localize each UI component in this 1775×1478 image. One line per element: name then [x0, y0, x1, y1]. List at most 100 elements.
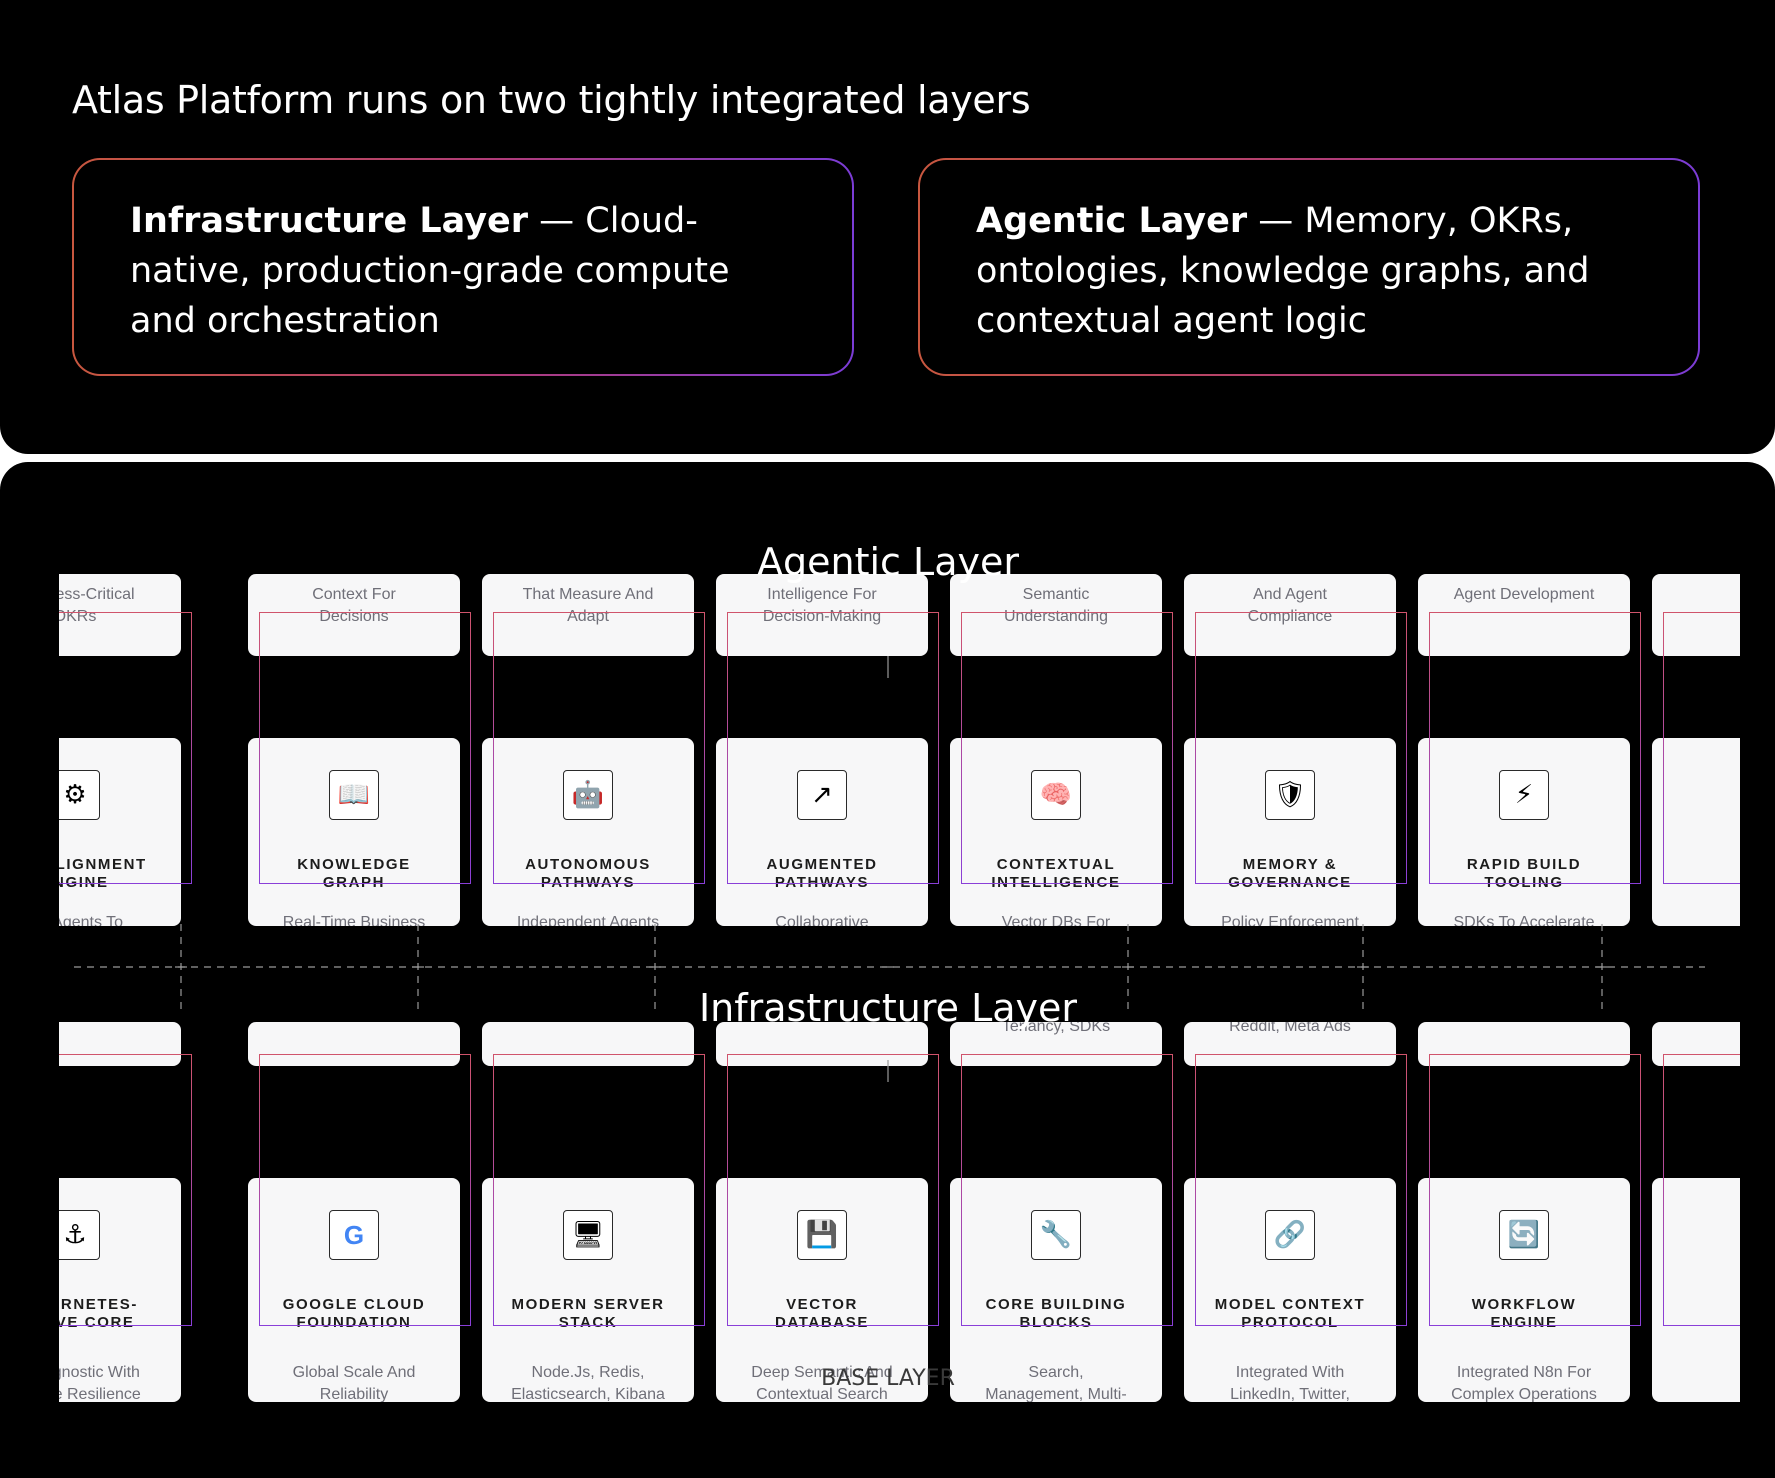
tile-title: PROTOCOL	[1241, 1314, 1339, 1331]
tile-description: Integrated N8n For	[1456, 1364, 1592, 1381]
tile-title: MODERN SERVER	[511, 1296, 665, 1313]
tile-description: Management, Multi-	[985, 1386, 1127, 1402]
tile-title: AG	[1632, 856, 1740, 874]
tile-description: Decisions	[319, 608, 389, 625]
anchor-icon: ⚓	[59, 1210, 100, 1260]
tile-description: Reddit, Meta Ads	[1229, 1022, 1351, 1035]
component-tile: AG	[1652, 738, 1740, 926]
tile-top-partial	[1652, 1022, 1740, 1066]
tile-title: KNOWLEDGE	[297, 856, 411, 873]
tile-description: Search,	[1028, 1364, 1084, 1381]
tile-description: Intelligence For	[767, 586, 877, 603]
tile-description: Node.Js, Redis,	[531, 1364, 645, 1381]
tile-description: Understanding	[1003, 608, 1109, 625]
tile-description: terprise Resilience	[59, 1386, 141, 1402]
tile-description: Integrated With	[1235, 1364, 1345, 1381]
agentic-layer-card: Agentic Layer — Memory, OKRs, ontologies…	[918, 158, 1700, 376]
component-tile: 🛡 MEMORY &GOVERNANCE Policy Enforcement	[1184, 738, 1396, 926]
tile-title: BLOCKS	[1019, 1314, 1093, 1331]
tile-description: That Measure And	[522, 586, 654, 603]
tile-title: GOOGLE CLOUD	[282, 1296, 426, 1313]
tile-title: GOVERNANCE	[1228, 874, 1352, 891]
infrastructure-tile-strip: ⚓ KUBERNETES-NATIVE CORE oud-Agnostic With…	[59, 1022, 1740, 1402]
tile-description: Agent Development	[1453, 586, 1595, 603]
tile-description: Adapt	[567, 608, 609, 625]
infrastructure-layer-card: Infrastructure Layer — Cloud-native, pro…	[72, 158, 854, 376]
tile-title: VECTOR	[786, 1296, 858, 1313]
tile-title: PATHWAYS	[540, 874, 636, 891]
card-body: Memory, OKRs, ontologies, knowledge grap…	[976, 201, 1590, 341]
card-dash: —	[528, 201, 586, 241]
tile-title: AUGMENTED	[766, 856, 878, 873]
tile-title: CORE BUILDING	[985, 1296, 1127, 1313]
tile-title: GRAPH	[322, 874, 386, 891]
tile-description: Real-Time Business	[282, 914, 426, 926]
tile-description: Global Scale And	[292, 1364, 416, 1381]
component-tile: ClEn	[1652, 1178, 1740, 1402]
tile-title: TOOLING	[1484, 874, 1564, 891]
shield-icon: 🛡	[1265, 770, 1315, 820]
tile-top-partial	[482, 1022, 694, 1066]
tile-description: Complex Operations	[1451, 1386, 1597, 1402]
book-icon: 📖	[329, 770, 379, 820]
tile-description: Independent Agents	[516, 914, 660, 926]
tile-title: MEMORY &	[1242, 856, 1338, 873]
tile-description: Elasticsearch, Kibana	[511, 1386, 665, 1402]
brain-icon: 🧠	[1031, 770, 1081, 820]
tile-title: AUTONOMOUS	[525, 856, 651, 873]
monitor-icon: 🖥	[563, 1210, 613, 1260]
tile-description: Policy Enforcement	[1221, 914, 1359, 926]
arrow-up-right-icon: ↗	[797, 770, 847, 820]
tile-title: STACK	[558, 1314, 618, 1331]
header-panel: Atlas Platform runs on two tightly integ…	[0, 0, 1775, 454]
tile-top-partial	[59, 1022, 181, 1066]
tile-description: oud-Agnostic With	[59, 1364, 140, 1381]
tile-title: PATHWAYS	[774, 874, 870, 891]
tile-title: ENGINE	[1490, 1314, 1558, 1331]
tile-top-partial	[248, 1022, 460, 1066]
agentic-layer-label: Agentic Layer	[757, 540, 1019, 584]
wrench-icon: 🔧	[1031, 1210, 1081, 1260]
tile-title: KUBERNETES-	[59, 1296, 138, 1313]
tile-title: CONTEXTUAL	[996, 856, 1116, 873]
link-icon: 🔗	[1265, 1210, 1315, 1260]
infrastructure-layer-label: Infrastructure Layer	[698, 986, 1078, 1030]
tile-description: Decision-Making	[762, 608, 882, 625]
tile-title: FOUNDATION	[296, 1314, 412, 1331]
tile-title: MODEL CONTEXT	[1214, 1296, 1366, 1313]
tile-top-partial	[1418, 1022, 1630, 1066]
component-tile: ⚙ENT ALIGNMENTENGINETie Agents To	[59, 738, 181, 926]
base-layer-label: BASE LAYER	[821, 1366, 955, 1391]
lightning-icon: ⚡	[1499, 770, 1549, 820]
tile-description: Vector DBs For	[1001, 914, 1111, 926]
tile-top-partial: Agent Development	[1418, 574, 1630, 656]
tile-title: ENT ALIGNMENT	[59, 856, 147, 873]
floppy-disk-icon: 💾	[797, 1210, 847, 1260]
tile-description: Collaborative	[775, 914, 869, 926]
tile-title: INTELLIGENCE	[991, 874, 1121, 891]
tile-title: ENGINE	[59, 874, 109, 891]
tile-description: Business-Critical	[59, 586, 135, 603]
tile-title: NATIVE CORE	[59, 1314, 135, 1331]
tile-description: Context For	[312, 586, 396, 603]
tile-description: E	[1652, 584, 1740, 606]
tile-description: Tenancy, SDKs	[1001, 1022, 1111, 1035]
tile-description: Cl	[1652, 1362, 1740, 1384]
card-body: Cloud-native, production-grade compute a…	[130, 201, 730, 341]
tile-description: SDKs To Accelerate	[1453, 914, 1595, 926]
refresh-icon: 🔄	[1499, 1210, 1549, 1260]
